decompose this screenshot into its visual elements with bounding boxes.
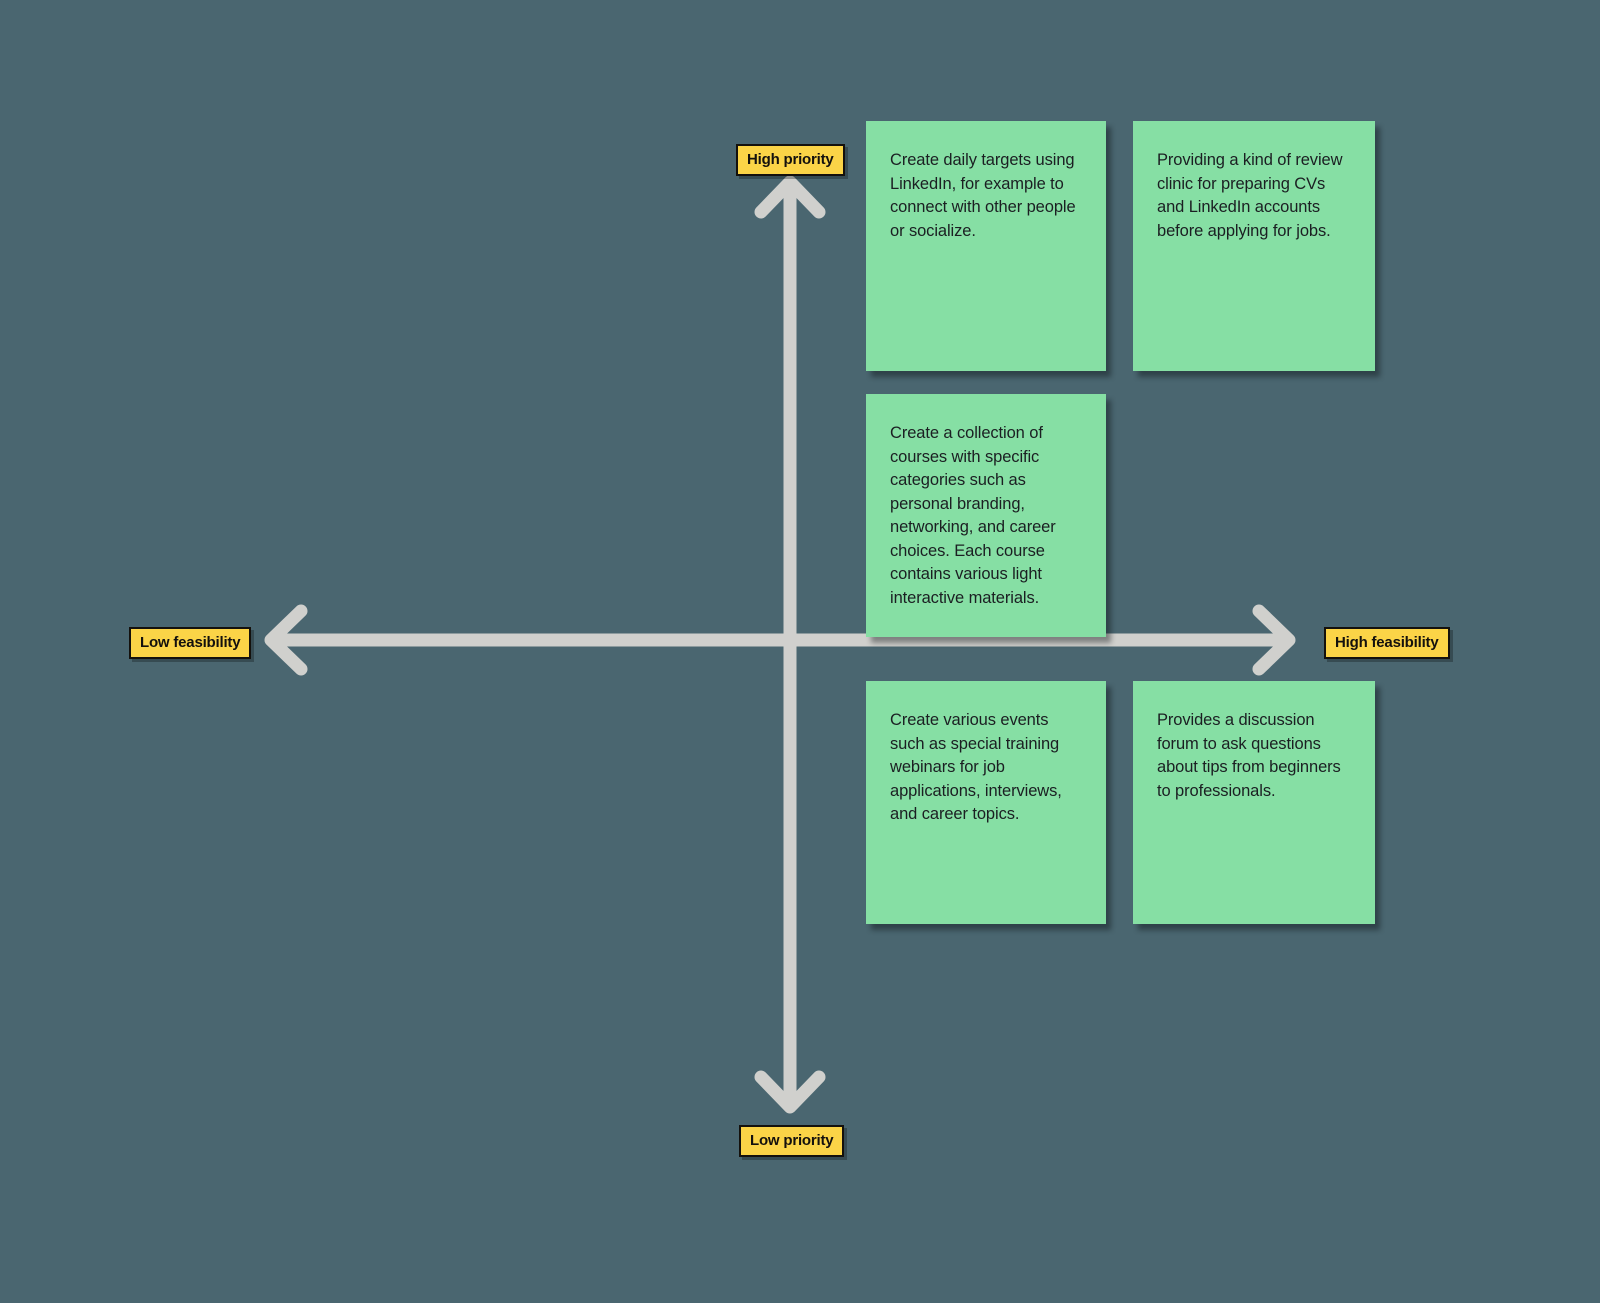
axis-label-high-feasibility[interactable]: High feasibility: [1324, 627, 1450, 659]
left-arrowhead: [264, 604, 308, 676]
axis-label-low-feasibility[interactable]: Low feasibility: [129, 627, 252, 659]
axis-label-high-priority[interactable]: High priority: [736, 144, 845, 176]
sticky-note[interactable]: Providing a kind of review clinic for pr…: [1133, 121, 1375, 371]
up-arrowhead: [754, 175, 826, 219]
axis-label-low-priority[interactable]: Low priority: [739, 1125, 845, 1157]
down-arrowhead: [754, 1070, 826, 1114]
sticky-note[interactable]: Create a collection of courses with spec…: [866, 394, 1106, 637]
right-arrowhead: [1252, 604, 1296, 676]
sticky-note[interactable]: Provides a discussion forum to ask quest…: [1133, 681, 1375, 924]
sticky-note[interactable]: Create daily targets using LinkedIn, for…: [866, 121, 1106, 371]
sticky-note[interactable]: Create various events such as special tr…: [866, 681, 1106, 924]
